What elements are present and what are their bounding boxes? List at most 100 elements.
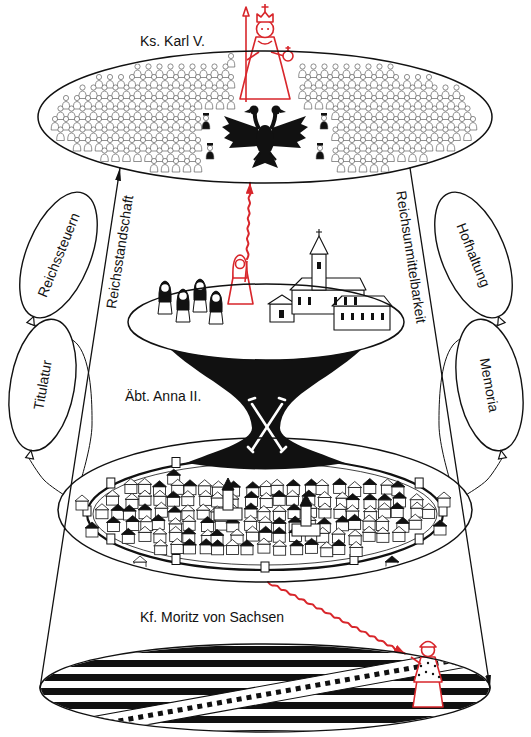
crowd-person <box>101 85 109 99</box>
person-body <box>200 91 208 99</box>
person-body <box>326 102 334 110</box>
person-head <box>410 148 415 153</box>
town-house <box>377 503 391 518</box>
town-house <box>272 490 286 505</box>
person-head <box>338 116 343 121</box>
person-head <box>118 95 123 100</box>
person-body <box>172 81 180 89</box>
abbess-figure <box>228 255 253 304</box>
saxon-arms <box>30 643 500 737</box>
person-head <box>195 95 200 100</box>
house-wall <box>139 532 151 541</box>
house-roof <box>105 490 119 496</box>
person-body <box>370 81 378 89</box>
person-body <box>420 91 428 99</box>
person-head <box>85 95 90 100</box>
person-head <box>107 137 112 142</box>
house-roof <box>422 503 436 509</box>
nuns <box>210 291 222 312</box>
crowd-person <box>189 127 197 141</box>
crowd-person <box>359 158 367 172</box>
abbey-plates: Äbt. Anna II. <box>55 236 477 586</box>
elector-label: Kf. Moritz von Sachsen <box>140 609 284 626</box>
crowd-person <box>150 158 158 172</box>
crowd-person <box>189 148 197 162</box>
person-head <box>454 106 459 111</box>
person-body <box>183 165 191 173</box>
person-body <box>117 144 125 152</box>
person-head <box>168 127 173 132</box>
crowd-person <box>387 127 395 141</box>
crowd-person <box>134 127 142 141</box>
abbess-figure <box>245 261 247 282</box>
crowd-person <box>123 85 131 99</box>
person-head <box>426 116 431 121</box>
person-head <box>212 64 217 69</box>
town-house <box>348 514 362 529</box>
monastery-windows <box>298 297 301 305</box>
person-body <box>189 70 197 78</box>
person-head <box>85 116 90 121</box>
person-head <box>404 116 409 121</box>
person-body <box>95 123 103 131</box>
crowd-person <box>90 106 98 120</box>
person-head <box>388 148 393 153</box>
crowd-person <box>84 116 92 130</box>
person-body <box>167 91 175 99</box>
rope-connector <box>268 582 405 654</box>
person-body <box>139 123 147 131</box>
town-house <box>363 479 377 494</box>
person-body <box>425 123 433 131</box>
crowd-person <box>222 85 230 99</box>
person-body <box>95 102 103 110</box>
person-head <box>465 127 470 132</box>
crowd-person <box>172 74 180 88</box>
crowd-person <box>337 116 345 130</box>
person-head <box>377 64 382 69</box>
house-wall <box>167 497 179 506</box>
person-body <box>315 102 323 110</box>
crowd-person <box>354 127 362 141</box>
person-head <box>80 85 85 90</box>
house-roof <box>246 482 260 488</box>
crowd-person <box>447 116 455 130</box>
crowd-person <box>332 85 340 99</box>
crowd-person <box>79 85 87 99</box>
person-head <box>69 106 74 111</box>
person-body <box>320 122 328 130</box>
house-roof <box>385 556 399 562</box>
house-roof <box>124 479 138 485</box>
person-head <box>190 106 195 111</box>
town-house <box>138 504 152 519</box>
person-head <box>448 137 453 142</box>
crowd-person <box>139 116 147 130</box>
crowd-person <box>150 95 158 109</box>
house-wall <box>107 523 119 532</box>
town-house <box>106 517 120 532</box>
balloon: Hofhaltung <box>417 180 529 330</box>
person-head <box>173 158 178 163</box>
person-head <box>355 106 360 111</box>
wall-tower <box>107 534 115 544</box>
person-head <box>107 74 112 79</box>
town-wall <box>87 458 443 570</box>
person-head <box>107 116 112 121</box>
crowd-person <box>167 127 175 141</box>
crowd-person <box>205 74 213 88</box>
house-roof <box>270 479 284 485</box>
town-house <box>390 503 404 518</box>
crowd-person <box>403 95 411 109</box>
person-head <box>135 148 140 153</box>
house-roof <box>196 504 210 510</box>
person-head <box>162 95 167 100</box>
crowd-person <box>161 95 169 109</box>
person-body <box>425 144 433 152</box>
person-head <box>410 85 415 90</box>
crowd-person <box>365 148 373 162</box>
house-roof <box>199 539 213 545</box>
town-house <box>320 542 334 557</box>
house-roof <box>410 494 424 500</box>
crowd-person <box>403 137 411 151</box>
saxon-arms <box>38 730 494 737</box>
house-roof <box>348 514 362 520</box>
